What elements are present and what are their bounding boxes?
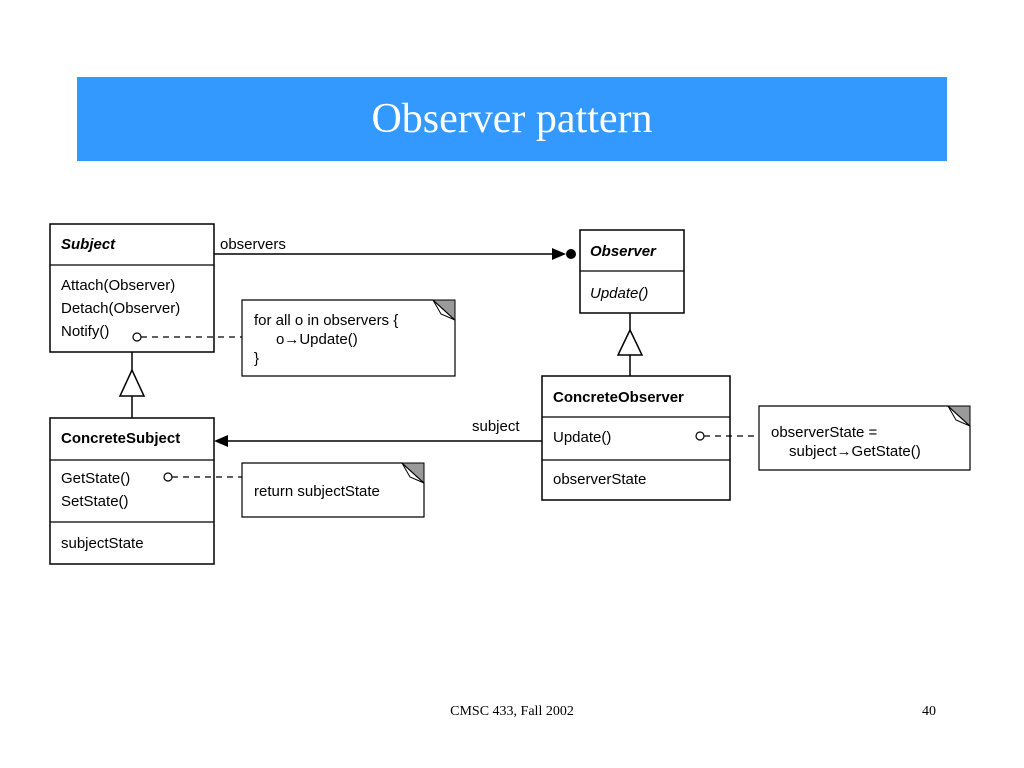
operation: Detach(Observer) xyxy=(61,300,180,317)
title-bar: Observer pattern xyxy=(77,77,947,161)
operation: Update() xyxy=(553,429,611,446)
operation: Update() xyxy=(590,285,648,302)
class-name: Subject xyxy=(61,236,116,253)
page-number: 40 xyxy=(922,704,936,719)
class-name: ConcreteSubject xyxy=(61,430,180,447)
note-line: observerState = xyxy=(771,424,878,441)
operation: Notify() xyxy=(61,323,109,340)
generalization-observer xyxy=(616,313,644,376)
slide-title: Observer pattern xyxy=(371,96,653,142)
operation: Attach(Observer) xyxy=(61,277,175,294)
note-line: } xyxy=(254,350,259,367)
note-update: observerState = subject→GetState() xyxy=(758,405,971,471)
operation: GetState() xyxy=(61,470,130,487)
class-name: ConcreteObserver xyxy=(553,389,684,406)
association-label: observers xyxy=(220,236,286,253)
class-observer: Observer Update() xyxy=(579,229,685,314)
note-notify: for all o in observers { o→Update() } xyxy=(241,299,456,377)
note-line: subject→GetState() xyxy=(789,443,921,460)
association-observers: observers xyxy=(214,236,576,260)
class-name: Observer xyxy=(590,243,657,260)
operation: SetState() xyxy=(61,493,129,510)
class-concrete-subject: ConcreteSubject GetState() SetState() su… xyxy=(49,417,215,565)
attribute: observerState xyxy=(553,471,646,488)
association-label: subject xyxy=(472,418,520,435)
generalization-subject xyxy=(118,352,146,418)
attribute: subjectState xyxy=(61,535,144,552)
class-subject: Subject Attach(Observer) Detach(Observer… xyxy=(49,223,215,353)
note-line: for all o in observers { xyxy=(254,312,398,329)
note-get-state: return subjectState xyxy=(241,462,425,518)
association-subject: subject xyxy=(214,418,542,447)
note-connectors xyxy=(132,332,759,482)
note-line: o→Update() xyxy=(276,331,358,348)
note-line: return subjectState xyxy=(254,483,380,500)
footer-course: CMSC 433, Fall 2002 xyxy=(450,704,574,719)
